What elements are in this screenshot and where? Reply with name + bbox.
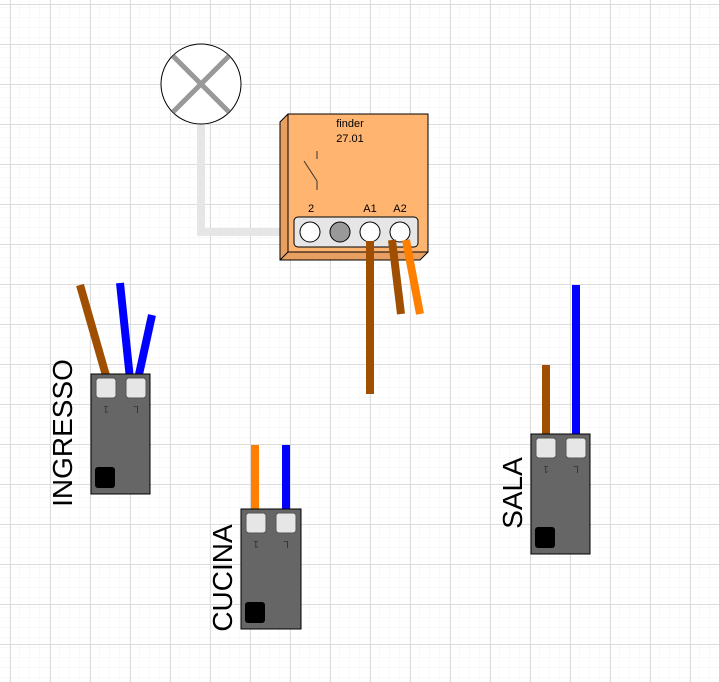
terminal-a2[interactable] [389,221,411,243]
relay-finder[interactable]: finder 27.01 2 A1 A2 [279,113,429,261]
terminal-label-1: 1 [543,463,549,474]
terminal-label-l: L [573,463,579,474]
lamp-wire[interactable] [197,124,300,236]
terminal-unused [329,221,351,243]
wire-orange-a2[interactable] [402,239,424,315]
switch-label: INGRESSO [47,359,78,507]
terminal-label-a1: A1 [363,203,376,215]
relay-model: 27.01 [336,133,364,145]
switch-label: SALA [497,457,528,529]
terminal-2[interactable] [299,221,321,243]
terminal-label-1: 1 [103,403,109,414]
switch-button[interactable] [245,602,265,623]
terminal-label-1: 1 [253,538,259,549]
switch-ingresso[interactable]: 1 L INGRESSO [47,282,156,507]
switch-sala[interactable]: 1 L SALA [497,285,591,555]
terminal-label-l: L [283,538,289,549]
terminal-label-a2: A2 [393,203,406,215]
terminal-label-2: 2 [308,203,314,215]
terminal-label-l: L [133,403,139,414]
wire-blue[interactable] [116,282,134,380]
wire-brown[interactable] [76,283,111,381]
wire-blue[interactable] [134,314,156,380]
switch-cucina[interactable]: 1 L CUCINA [207,445,302,632]
switch-symbol-icon [303,151,318,190]
relay-brand: finder [336,118,364,130]
terminal-a1[interactable] [359,221,381,243]
switch-button[interactable] [535,527,555,548]
lamp[interactable] [160,43,300,236]
switch-label: CUCINA [207,524,238,632]
wire-brown-a2[interactable] [388,239,405,315]
switch-button[interactable] [95,467,115,488]
